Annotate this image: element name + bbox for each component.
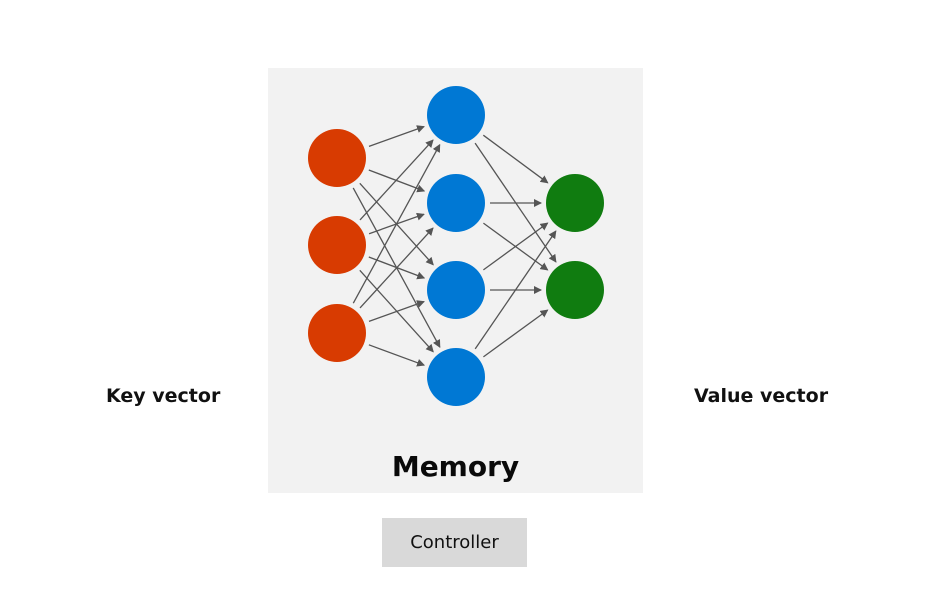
hidden-node-3 xyxy=(427,261,485,319)
edge-key-1-to-hidden-1 xyxy=(368,125,425,148)
hidden-node-2 xyxy=(427,174,485,232)
edge-key-3-to-hidden-1 xyxy=(352,143,441,304)
key-node-1 xyxy=(308,129,366,187)
controller-label: Controller xyxy=(410,532,499,553)
edge-hidden-3-to-value-1 xyxy=(483,222,549,271)
value-vector-label: Value vector xyxy=(694,385,829,407)
key-node-2 xyxy=(308,216,366,274)
edge-hidden-4-to-value-2 xyxy=(483,309,549,358)
key-vector-label: Key vector xyxy=(106,385,221,407)
edge-hidden-1-to-value-1 xyxy=(482,134,549,184)
hidden-node-4 xyxy=(427,348,485,406)
edge-key-2-to-hidden-1 xyxy=(359,139,434,221)
value-node-2 xyxy=(546,261,604,319)
controller-button[interactable]: Controller xyxy=(382,518,527,567)
edge-key-3-to-hidden-4 xyxy=(368,344,426,367)
memory-title: Memory xyxy=(391,450,520,483)
edge-key-3-to-hidden-3 xyxy=(368,300,425,323)
edge-key-3-to-hidden-2 xyxy=(359,227,434,309)
value-node-1 xyxy=(546,174,604,232)
key-node-3 xyxy=(308,304,366,362)
edge-hidden-4-to-value-1 xyxy=(474,230,557,350)
hidden-node-1 xyxy=(427,86,485,144)
